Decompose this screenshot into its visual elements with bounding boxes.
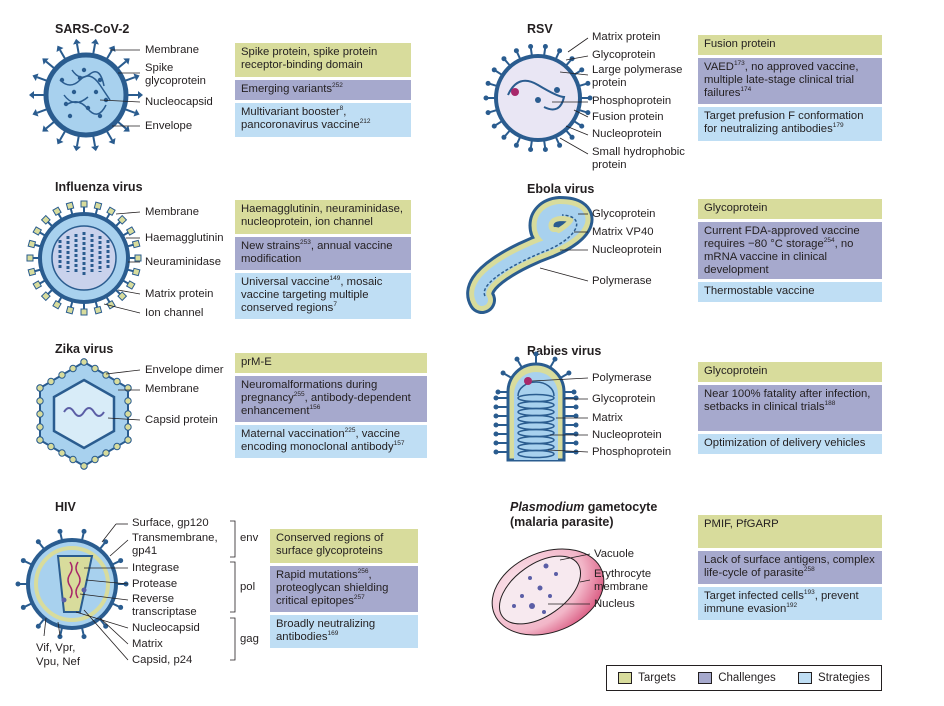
hiv-label-accessory-2: Vpu, Nef bbox=[36, 656, 80, 668]
hiv-gene-gag: gag bbox=[240, 633, 259, 645]
hiv-challenge-box: Rapid mutations256, proteoglycan shieldi… bbox=[270, 566, 418, 612]
legend-swatch-targets bbox=[618, 672, 633, 684]
legend-item-strategies: Strategies bbox=[798, 672, 870, 684]
hiv-label-accessory: Vif, Vpr, bbox=[36, 642, 76, 654]
legend: Targets Challenges Strategies bbox=[606, 665, 882, 691]
hiv-label-surface: Surface, gp120 bbox=[132, 517, 209, 529]
legend-item-challenges: Challenges bbox=[698, 672, 776, 684]
sars-target-box: Spike protein, spike protein receptor-bi… bbox=[235, 43, 411, 77]
flu-label-membrane: Membrane bbox=[145, 206, 199, 218]
plasmodium-label-erythrocyte-2: membrane bbox=[594, 581, 648, 593]
rsv-challenge-box: VAED173, no approved vaccine, multiple l… bbox=[698, 58, 882, 104]
rsv-label-fusion: Fusion protein bbox=[592, 111, 664, 123]
rsv-label-small-hydrophobic: Small hydrophobic bbox=[592, 146, 685, 158]
ebola-target-box: Glycoprotein bbox=[698, 199, 882, 219]
flu-label-neuraminidase: Neuraminidase bbox=[145, 256, 221, 268]
flu-label-haemagglutinin: Haemagglutinin bbox=[145, 232, 224, 244]
flu-strategy-box: Universal vaccine149, mosaic vaccine tar… bbox=[235, 273, 411, 319]
sars-label-nucleocapsid: Nucleocapsid bbox=[145, 96, 213, 108]
rabies-target-box: Glycoprotein bbox=[698, 362, 882, 382]
flu-title: Influenza virus bbox=[55, 180, 143, 194]
rsv-label-polymerase: Large polymerase bbox=[592, 64, 683, 76]
zika-label-capsid: Capsid protein bbox=[145, 414, 218, 426]
hiv-label-integrase: Integrase bbox=[132, 562, 180, 574]
hiv-target-box: Conserved regions of surface glycoprotei… bbox=[270, 529, 418, 563]
hiv-strategy-box: Broadly neutralizing antibodies169 bbox=[270, 615, 418, 648]
plasmodium-title: Plasmodium gametocyte bbox=[510, 500, 658, 514]
flu-label-ion-channel: Ion channel bbox=[145, 307, 204, 319]
hiv-label-transcriptase: transcriptase bbox=[132, 606, 197, 618]
rabies-label-nucleoprotein: Nucleoprotein bbox=[592, 429, 662, 441]
hiv-label-reverse: Reverse bbox=[132, 593, 175, 605]
hiv-label-transmembrane-2: gp41 bbox=[132, 545, 158, 557]
legend-swatch-challenges bbox=[698, 672, 713, 684]
hiv-label-matrix: Matrix bbox=[132, 638, 163, 650]
sars-challenge-box: Emerging variants252 bbox=[235, 80, 411, 100]
rsv-label-nucleoprotein: Nucleoprotein bbox=[592, 128, 662, 140]
sars-strategy-box: Multivariant booster8, pancoronavirus va… bbox=[235, 103, 411, 137]
ebola-label-polymerase: Polymerase bbox=[592, 275, 652, 287]
zika-title: Zika virus bbox=[55, 342, 114, 356]
rsv-target-box: Fusion protein bbox=[698, 35, 882, 55]
plasmodium-title-2: (malaria parasite) bbox=[510, 515, 614, 529]
ebola-challenge-box: Current FDA-approved vaccine requires −8… bbox=[698, 222, 882, 279]
rabies-challenge-box: Near 100% fatality after infection, setb… bbox=[698, 385, 882, 431]
rsv-label-matrix: Matrix protein bbox=[592, 31, 661, 43]
ebola-label-glycoprotein: Glycoprotein bbox=[592, 208, 656, 220]
hiv-gene-env: env bbox=[240, 532, 259, 544]
rsv-label-glycoprotein: Glycoprotein bbox=[592, 49, 656, 61]
zika-label-membrane: Membrane bbox=[145, 383, 199, 395]
legend-swatch-strategies bbox=[798, 672, 813, 684]
flu-challenge-box: New strains253, annual vaccine modificat… bbox=[235, 237, 411, 270]
hiv-label-protease: Protease bbox=[132, 578, 178, 590]
hiv-gene-pol: pol bbox=[240, 581, 256, 593]
zika-target-box: prM-E bbox=[235, 353, 427, 373]
flu-target-box: Haemagglutinin, neuraminidase, nucleopro… bbox=[235, 200, 411, 234]
rsv-label-phosphoprotein: Phosphoprotein bbox=[592, 95, 672, 107]
hiv-label-capsid: Capsid, p24 bbox=[132, 654, 193, 666]
plasmodium-target-box: PMIF, PfGARP bbox=[698, 515, 882, 548]
rabies-strategy-box: Optimization of delivery vehicles bbox=[698, 434, 882, 454]
sars-label-spike: Spike bbox=[145, 62, 174, 74]
plasmodium-label-erythrocyte: Erythrocyte bbox=[594, 568, 652, 580]
legend-item-targets: Targets bbox=[618, 672, 676, 684]
ebola-label-matrix: Matrix VP40 bbox=[592, 226, 654, 238]
plasmodium-label-nucleus: Nucleus bbox=[594, 598, 635, 610]
rsv-strategy-box: Target prefusion F conformation for neut… bbox=[698, 107, 882, 141]
zika-strategy-box: Maternal vaccination225, vaccine encodin… bbox=[235, 425, 427, 458]
rsv-title: RSV bbox=[527, 22, 553, 36]
sars-label-membrane: Membrane bbox=[145, 44, 199, 56]
hiv-title: HIV bbox=[55, 500, 76, 514]
zika-label-envelope: Envelope dimer bbox=[145, 364, 224, 376]
plasmodium-strategy-box: Target infected cells193, prevent immune… bbox=[698, 587, 882, 620]
ebola-title: Ebola virus bbox=[527, 182, 595, 196]
rsv-label-polymerase-2: protein bbox=[592, 77, 627, 89]
hiv-label-transmembrane: Transmembrane, bbox=[132, 532, 218, 544]
ebola-strategy-box: Thermostable vaccine bbox=[698, 282, 882, 302]
sars-label-spike-2: glycoprotein bbox=[145, 75, 206, 87]
hiv-label-nucleocapsid: Nucleocapsid bbox=[132, 622, 200, 634]
rabies-label-polymerase: Polymerase bbox=[592, 372, 652, 384]
rabies-label-phosphoprotein: Phosphoprotein bbox=[592, 446, 672, 458]
rabies-label-matrix: Matrix bbox=[592, 412, 623, 424]
rabies-label-glycoprotein: Glycoprotein bbox=[592, 393, 656, 405]
rabies-title: Rabies virus bbox=[527, 344, 602, 358]
flu-label-matrix: Matrix protein bbox=[145, 288, 214, 300]
plasmodium-challenge-box: Lack of surface antigens, complex life-c… bbox=[698, 551, 882, 584]
sars-label-envelope: Envelope bbox=[145, 120, 193, 132]
rsv-label-small-hydrophobic-2: protein bbox=[592, 159, 627, 171]
plasmodium-label-vacuole: Vacuole bbox=[594, 548, 634, 560]
ebola-label-nucleoprotein: Nucleoprotein bbox=[592, 244, 662, 256]
zika-challenge-box: Neuromalformations during pregnancy255, … bbox=[235, 376, 427, 422]
sars-title: SARS-CoV-2 bbox=[55, 22, 130, 36]
